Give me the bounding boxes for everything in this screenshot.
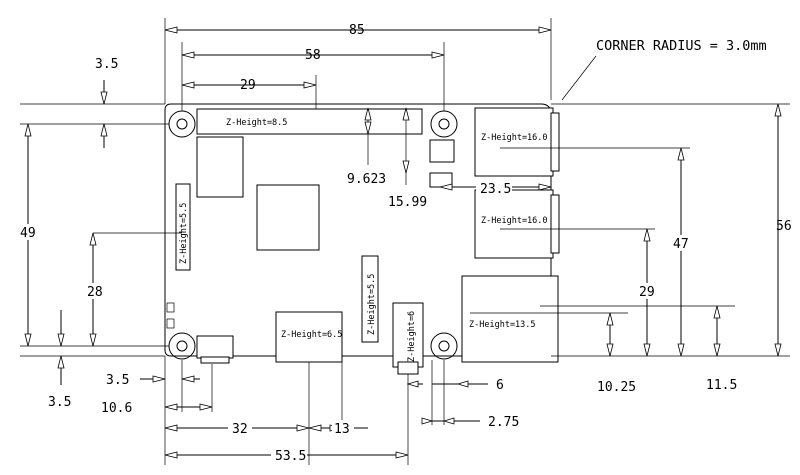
dim-10-6: 10.6 xyxy=(101,401,213,416)
dim-3-5-bottom: 3.5 xyxy=(48,310,71,410)
dim-49-label: 49 xyxy=(20,226,36,241)
dim-9-623: 9.623 xyxy=(347,107,386,187)
dim-3-5-bottom-label: 3.5 xyxy=(48,395,71,410)
camera-zheight-label: Z-Height=5.5 xyxy=(367,274,377,335)
dim-9-623-label: 9.623 xyxy=(347,172,386,187)
usb-upper: Z-Height=16.0 xyxy=(474,107,560,177)
dim-29-right: 29 xyxy=(637,228,659,357)
dim-32-label: 32 xyxy=(232,422,248,437)
usb-lower: Z-Height=16.0 xyxy=(474,189,560,259)
dim-10-6-label: 10.6 xyxy=(101,401,132,416)
dim-85: 85 xyxy=(164,23,552,38)
dim-3-5-top: 3.5 xyxy=(95,57,118,148)
dim-15-99-label: 15.99 xyxy=(388,195,427,210)
dim-23-5-label: 23.5 xyxy=(480,182,511,197)
dim-56-label: 56 xyxy=(776,219,792,234)
gpio-header: Z-Height=8.5 xyxy=(196,108,423,135)
dim-23-5: 23.5 xyxy=(439,180,552,197)
power-connector xyxy=(196,335,234,364)
dim-28-label: 28 xyxy=(87,285,103,300)
dim-6: 6 xyxy=(406,378,504,393)
dim-6-label: 6 xyxy=(496,378,504,393)
chips xyxy=(196,136,455,251)
hdmi-port: Z-Height=6.5 xyxy=(275,311,343,363)
dim-49: 49 xyxy=(18,123,40,347)
usb-top-zheight-label: Z-Height=16.0 xyxy=(481,133,548,143)
display-connector: Z-Height=5.5 xyxy=(175,183,191,271)
dim-2-75-label: 2.75 xyxy=(488,415,519,430)
usb-bottom-zheight-label: Z-Height=16.0 xyxy=(481,216,548,226)
dim-53-5-label: 53.5 xyxy=(275,449,306,464)
dim-10-25: 10.25 xyxy=(597,312,636,395)
dim-47-label: 47 xyxy=(673,237,689,252)
dim-11-5-label: 11.5 xyxy=(706,378,737,393)
display-zheight-label: Z-Height=5.5 xyxy=(179,203,189,264)
dim-29-right-label: 29 xyxy=(639,285,655,300)
dim-56: 56 xyxy=(774,103,792,357)
dim-53-5: 53.5 xyxy=(164,447,409,464)
extension-lines xyxy=(20,18,790,465)
audio-jack: Z-Height=6 xyxy=(392,302,424,375)
camera-connector: Z-Height=5.5 xyxy=(361,255,379,343)
ethernet-zheight-label: Z-Height=13.5 xyxy=(469,320,536,330)
led-marks xyxy=(166,302,175,329)
dim-11-5: 11.5 xyxy=(706,305,737,393)
dim-2-75: 2.75 xyxy=(421,415,519,430)
dim-58: 58 xyxy=(181,48,445,63)
dim-13: 13 xyxy=(308,420,368,437)
dim-29-top-label: 29 xyxy=(240,78,256,93)
ethernet-port: Z-Height=13.5 xyxy=(461,275,559,363)
hdmi-zheight-label: Z-Height=6.5 xyxy=(281,330,342,340)
audio-zheight-label: Z-Height=6 xyxy=(407,311,417,362)
dim-3-5-power-label: 3.5 xyxy=(106,373,129,388)
dim-47: 47 xyxy=(671,147,693,357)
dim-3-5-bottom-h: 3.5 xyxy=(106,373,200,388)
corner-radius-note: CORNER RADIUS = 3.0mm xyxy=(561,38,767,101)
dim-15-99: 15.99 xyxy=(388,107,427,210)
dim-32: 32 xyxy=(164,420,310,437)
dim-10-25-label: 10.25 xyxy=(597,380,636,395)
dim-3-5-top-label: 3.5 xyxy=(95,57,118,72)
dim-28: 28 xyxy=(85,232,105,347)
dim-85-label: 85 xyxy=(349,23,365,38)
gpio-zheight-label: Z-Height=8.5 xyxy=(226,118,287,128)
corner-radius-label: CORNER RADIUS = 3.0mm xyxy=(596,38,767,54)
dim-29-top: 29 xyxy=(181,78,317,93)
dim-13-label: 13 xyxy=(334,422,350,437)
dim-58-label: 58 xyxy=(305,48,321,63)
